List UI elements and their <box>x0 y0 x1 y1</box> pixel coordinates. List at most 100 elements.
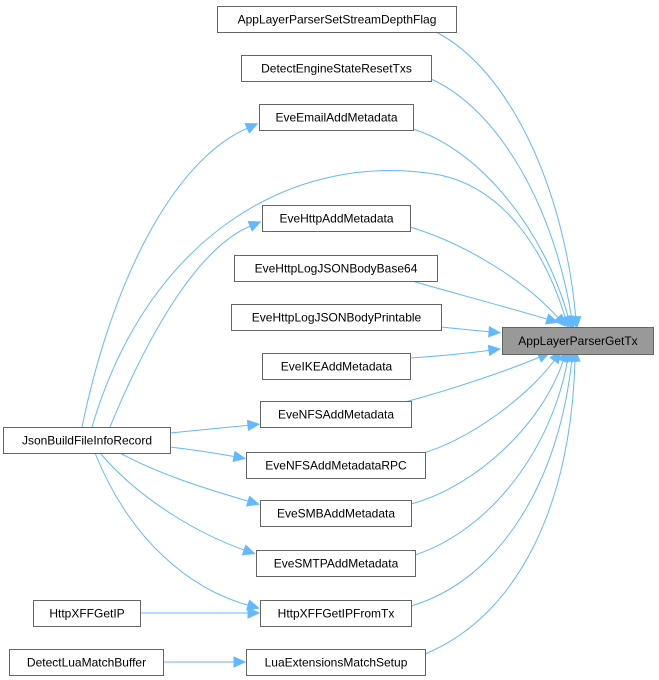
edge-json-build-file-info-record-to-eve-smtp-add-metadata <box>99 452 256 556</box>
node-eve-smb-add-metadata[interactable]: EveSMBAddMetadata <box>260 500 412 527</box>
node-detect-engine-state-reset-txs[interactable]: DetectEngineStateResetTxs <box>241 55 432 82</box>
node-eve-nfs-add-metadata-rpc[interactable]: EveNFSAddMetadataRPC <box>246 452 426 479</box>
arrowhead-icon <box>246 599 260 611</box>
node-box <box>262 353 411 380</box>
node-http-xff-get-ip-from-tx[interactable]: HttpXFFGetIPFromTx <box>260 600 412 627</box>
node-label: EveHttpLogJSONBodyPrintable <box>252 311 422 325</box>
node-label: HttpXFFGetIPFromTx <box>278 607 395 621</box>
node-label: DetectLuaMatchBuffer <box>27 656 146 670</box>
node-box <box>217 6 457 33</box>
arrowhead-icon <box>553 313 567 327</box>
node-lua-extensions-match-setup[interactable]: LuaExtensionsMatchSetup <box>246 649 426 676</box>
node-eve-email-add-metadata[interactable]: EveEmailAddMetadata <box>259 104 414 131</box>
edge-line <box>404 355 543 403</box>
arrowhead-icon <box>488 325 502 338</box>
edge-line <box>169 424 252 434</box>
node-app-layer-parser-get-tx[interactable]: AppLayerParserGetTx <box>502 327 654 355</box>
node-eve-http-log-json-body-printable[interactable]: EveHttpLogJSONBodyPrintable <box>231 304 442 331</box>
node-label: EveSMTPAddMetadata <box>274 557 399 571</box>
node-box <box>241 55 432 82</box>
node-eve-http-add-metadata[interactable]: EveHttpAddMetadata <box>262 205 411 232</box>
edge-line <box>169 446 238 458</box>
node-box <box>260 500 412 527</box>
edge-eve-nfs-add-metadata-rpc-to-app-layer-parser-get-tx <box>419 350 562 455</box>
node-label: AppLayerParserSetStreamDepthFlag <box>238 13 437 27</box>
node-box <box>33 600 141 627</box>
node-label: EveNFSAddMetadataRPC <box>265 459 407 473</box>
node-box <box>3 427 171 454</box>
edge-line <box>410 357 573 607</box>
node-label: DetectEngineStateResetTxs <box>261 62 412 76</box>
edge-line <box>409 226 561 321</box>
edge-line <box>435 31 577 321</box>
edge-line <box>81 126 251 428</box>
edge-line <box>424 357 576 655</box>
node-box <box>260 401 412 428</box>
node-box <box>246 649 426 676</box>
node-eve-smtp-add-metadata[interactable]: EveSMTPAddMetadata <box>256 550 416 577</box>
edge-eve-ike-add-metadata-to-app-layer-parser-get-tx <box>409 344 502 359</box>
node-json-build-file-info-record[interactable]: JsonBuildFileInfoRecord <box>3 427 171 454</box>
edge-eve-nfs-add-metadata-to-app-layer-parser-get-tx <box>404 352 551 403</box>
edge-line <box>109 224 254 428</box>
arrowhead-icon <box>247 607 261 619</box>
edge-json-build-file-info-record-to-eve-smb-add-metadata <box>119 452 260 507</box>
edge-http-xff-get-ip-to-http-xff-get-ip-from-tx <box>140 607 261 619</box>
edge-line <box>91 170 567 428</box>
edge-lua-extensions-match-setup-to-app-layer-parser-get-tx <box>424 348 581 655</box>
edge-detect-engine-state-reset-txs-to-app-layer-parser-get-tx <box>430 78 578 330</box>
node-label: HttpXFFGetIP <box>49 607 124 621</box>
node-eve-nfs-add-metadata[interactable]: EveNFSAddMetadata <box>260 401 412 428</box>
edge-eve-http-log-json-body-printable-to-app-layer-parser-get-tx <box>440 325 502 338</box>
node-box <box>502 327 654 355</box>
edge-json-build-file-info-record-to-eve-http-add-metadata <box>109 221 262 428</box>
node-eve-http-log-json-body-base64[interactable]: EveHttpLogJSONBodyBase64 <box>234 255 438 282</box>
edge-line <box>119 452 252 503</box>
node-label: LuaExtensionsMatchSetup <box>265 656 408 670</box>
node-eve-ike-add-metadata[interactable]: EveIKEAddMetadata <box>262 353 411 380</box>
edge-eve-http-log-json-body-base64-to-app-layer-parser-get-tx <box>411 280 559 325</box>
node-label: EveSMBAddMetadata <box>277 507 395 521</box>
node-label: EveHttpAddMetadata <box>279 212 393 226</box>
edge-line <box>99 452 248 552</box>
edge-json-build-file-info-record-to-http-xff-get-ip-from-tx <box>94 452 260 611</box>
node-label: EveIKEAddMetadata <box>281 360 393 374</box>
edge-eve-http-add-metadata-to-app-layer-parser-get-tx <box>409 226 567 327</box>
node-box <box>259 104 414 131</box>
edge-line <box>414 357 569 556</box>
arrowhead-icon <box>487 344 502 357</box>
edge-line <box>412 128 570 321</box>
arrowhead-icon <box>233 656 247 668</box>
node-box <box>262 205 411 232</box>
edge-json-build-file-info-record-to-eve-email-add-metadata <box>81 123 259 428</box>
node-detect-lua-match-buffer[interactable]: DetectLuaMatchBuffer <box>9 649 164 676</box>
edge-line <box>410 357 565 505</box>
edge-line <box>94 452 252 607</box>
node-box <box>260 600 412 627</box>
node-box <box>256 550 416 577</box>
edge-json-build-file-info-record-to-eve-nfs-add-metadata-rpc <box>169 446 247 463</box>
edge-json-build-file-info-record-to-eve-nfs-add-metadata <box>169 419 261 434</box>
arrowhead-icon <box>241 544 256 556</box>
arrowhead-icon <box>544 313 559 325</box>
arrowhead-icon <box>244 123 259 134</box>
node-label: EveEmailAddMetadata <box>275 111 397 125</box>
arrowhead-icon <box>232 450 247 463</box>
node-label: EveHttpLogJSONBodyBase64 <box>255 262 418 276</box>
edge-line <box>440 326 493 333</box>
arrowhead-icon <box>247 221 262 232</box>
arrowhead-icon <box>569 348 581 362</box>
node-box <box>246 452 426 479</box>
node-box <box>234 255 438 282</box>
node-http-xff-get-ip[interactable]: HttpXFFGetIP <box>33 600 141 627</box>
edge-line <box>419 357 557 455</box>
node-app-layer-parser-set-stream-depth-flag[interactable]: AppLayerParserSetStreamDepthFlag <box>217 6 457 33</box>
edge-line <box>411 280 551 321</box>
node-box <box>9 649 164 676</box>
edge-eve-email-add-metadata-to-app-layer-parser-get-tx <box>412 128 574 329</box>
node-label: EveNFSAddMetadata <box>278 408 394 422</box>
node-box <box>231 304 442 331</box>
edge-eve-smtp-add-metadata-to-app-layer-parser-get-tx <box>414 348 574 556</box>
node-label: AppLayerParserGetTx <box>518 334 637 348</box>
